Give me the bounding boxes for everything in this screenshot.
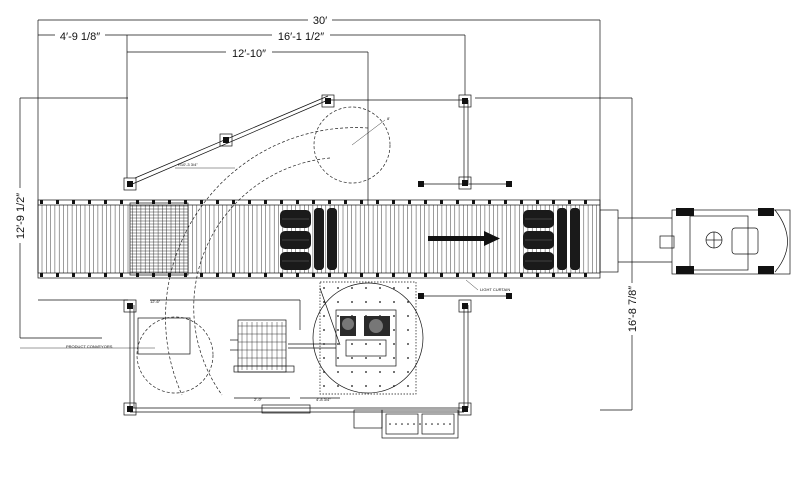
flow-direction-arrow [428, 231, 500, 246]
radius-note: R10'-3 3/4" [178, 162, 198, 167]
fence-post [123, 402, 137, 416]
left-offset-label: 4′-9 1/8″ [60, 31, 100, 43]
product-stack-right [523, 208, 580, 270]
fence-post [123, 177, 137, 191]
robot-reach-label: 8' [387, 116, 390, 121]
pallet-station [261, 404, 459, 439]
svg-text:12'-6": 12'-6" [150, 299, 161, 304]
robot-platform [312, 281, 424, 395]
robot-tooling [230, 319, 295, 373]
guard-fence [123, 94, 512, 416]
light-curtain-callout: LIGHT CURTAIN [465, 279, 510, 292]
top-dimensions [37, 19, 601, 205]
upper-span-label: 16′-1 1/2″ [278, 31, 324, 43]
fence-post [458, 176, 472, 190]
robot-arm [288, 287, 397, 367]
mid-span-label: 12′-10″ [232, 48, 266, 60]
overall-width-label: 30′ [313, 15, 327, 27]
dimension-labels: 30′ 4′-9 1/8″ 16′-1 1/2″ 12′-10″ 12′-9 1… [12, 12, 640, 335]
lower-dimensions: 2'-9" 4'-8 3/4" [234, 300, 340, 402]
forklift [599, 208, 791, 275]
reach-arcs: 8' R10'-3 3/4" [136, 106, 391, 396]
fence-post [458, 94, 472, 108]
left-height-label: 12′-9 1/2″ [15, 193, 27, 239]
fence-post [219, 133, 233, 147]
light-curtain-bottom [418, 293, 512, 299]
right-height-label: 16′-8 7/8″ [627, 286, 639, 332]
conveyor-mesh-section [129, 202, 189, 276]
fence-post [458, 402, 472, 416]
side-dimensions [19, 97, 633, 411]
svg-text:2'-9": 2'-9" [254, 397, 263, 402]
product-conveyors-callout: PRODUCT CONVEYORS [20, 317, 191, 355]
fence-post [123, 299, 137, 313]
light-curtain-top [418, 181, 512, 187]
svg-text:4'-8 3/4": 4'-8 3/4" [316, 397, 331, 402]
product-conveyors-label: PRODUCT CONVEYORS [66, 344, 113, 349]
light-curtain-label: LIGHT CURTAIN [480, 287, 510, 292]
fence-post [458, 299, 472, 313]
fence-post [321, 94, 335, 108]
product-stack-left [280, 208, 337, 270]
